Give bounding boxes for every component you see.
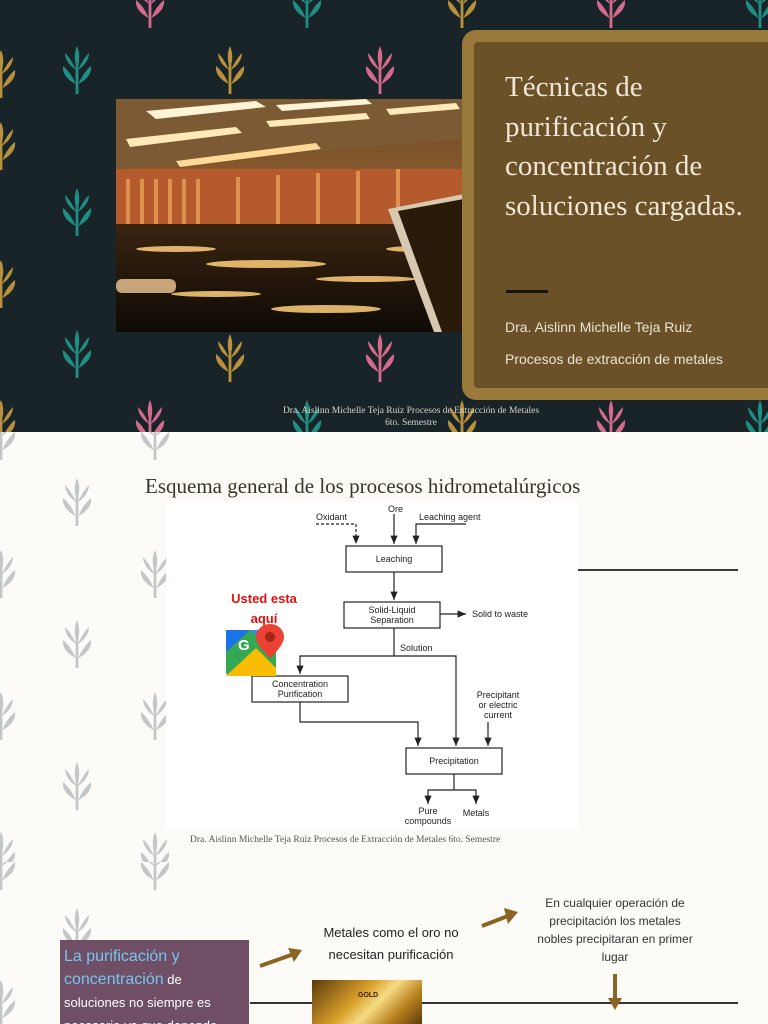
label-solid-to-waste: Solid to waste xyxy=(472,609,528,619)
title-slide: Técnicas de purificación y concentración… xyxy=(0,0,768,432)
gold-bars-image: GOLD xyxy=(312,980,422,1024)
title-divider xyxy=(506,290,548,293)
label-concentration-1: Concentration xyxy=(272,679,328,689)
footer-line-1: Dra. Aislinn Michelle Teja Ruiz Procesos… xyxy=(282,406,540,416)
slide-title: Técnicas de purificación y concentración… xyxy=(505,71,743,222)
callout-text-3: necesaria ya que depende xyxy=(64,1014,245,1024)
callout-text-1: de xyxy=(163,972,182,987)
label-precipitant-2: or electric xyxy=(478,700,518,710)
precip-line-3: nobles precipitaran en primer xyxy=(537,932,693,946)
callout-highlight-1: La purificación y xyxy=(64,948,180,965)
label-pure-2: compounds xyxy=(405,816,452,826)
label-concentration-2: Purification xyxy=(278,689,323,699)
label-separation-1: Solid-Liquid xyxy=(368,605,415,615)
hydrometallurgy-slide: Esquema general de los procesos hidromet… xyxy=(0,432,768,862)
maps-g-letter: G xyxy=(238,637,250,654)
callout-highlight-2: concentración xyxy=(64,971,164,988)
author-name: Dra. Aislinn Michelle Teja Ruiz xyxy=(505,319,693,335)
you-are-here-line-1: Usted esta xyxy=(231,591,297,606)
label-leaching-agent: Leaching agent xyxy=(419,512,481,522)
gold-bar-label: GOLD xyxy=(358,992,379,999)
separation-box xyxy=(343,601,441,629)
metals-line-2: necesitan purificación xyxy=(328,947,454,962)
metals-line-1: Metales como el oro no xyxy=(323,925,459,940)
purification-slide: La purificación y concentración de soluc… xyxy=(0,862,768,1024)
course-name: Procesos de extracción de metales xyxy=(505,351,723,367)
label-separation-2: Separation xyxy=(370,615,414,625)
title-panel xyxy=(474,42,768,388)
electrowinning-plant-photo xyxy=(116,99,464,332)
precip-line-1: En cualquier operación de xyxy=(545,896,685,910)
label-precipitant-1: Precipitant xyxy=(477,690,520,700)
label-precipitant-3: current xyxy=(484,710,513,720)
slide-footer: Dra. Aislinn Michelle Teja Ruiz Procesos… xyxy=(190,835,501,845)
timeline-line xyxy=(250,1002,738,1004)
you-are-here-line-2: aquí xyxy=(250,611,278,626)
precip-line-4: lugar xyxy=(601,950,629,964)
label-ore: Ore xyxy=(388,504,403,514)
label-precipitation: Precipitation xyxy=(429,756,479,766)
precip-line-2: precipitación los metales xyxy=(549,914,681,928)
divider-line xyxy=(578,569,738,571)
footer-line-2: 6to. Semestre xyxy=(385,418,437,428)
label-metals: Metals xyxy=(463,808,490,818)
you-are-here-label: Usted esta aquí xyxy=(228,589,300,629)
metals-note: Metales como el oro no necesitan purific… xyxy=(306,922,476,966)
label-leaching: Leaching xyxy=(376,554,413,564)
precipitation-note: En cualquier operación de precipitación … xyxy=(520,894,710,966)
callout-text-2: soluciones no siempre es xyxy=(64,995,211,1010)
label-oxidant: Oxidant xyxy=(316,512,348,522)
label-solution: Solution xyxy=(400,643,433,653)
purification-callout: La purificación y concentración de soluc… xyxy=(60,940,249,1024)
label-pure-1: Pure xyxy=(418,806,437,816)
google-maps-icon: G xyxy=(226,624,284,676)
arrow-down xyxy=(608,974,622,1010)
slide-heading: Esquema general de los procesos hidromet… xyxy=(145,474,581,498)
arrow-to-precipitation xyxy=(481,908,518,928)
slide-footer: Dra. Aislinn Michelle Teja Ruiz Procesos… xyxy=(236,405,586,429)
arrow-to-metals xyxy=(259,948,302,968)
